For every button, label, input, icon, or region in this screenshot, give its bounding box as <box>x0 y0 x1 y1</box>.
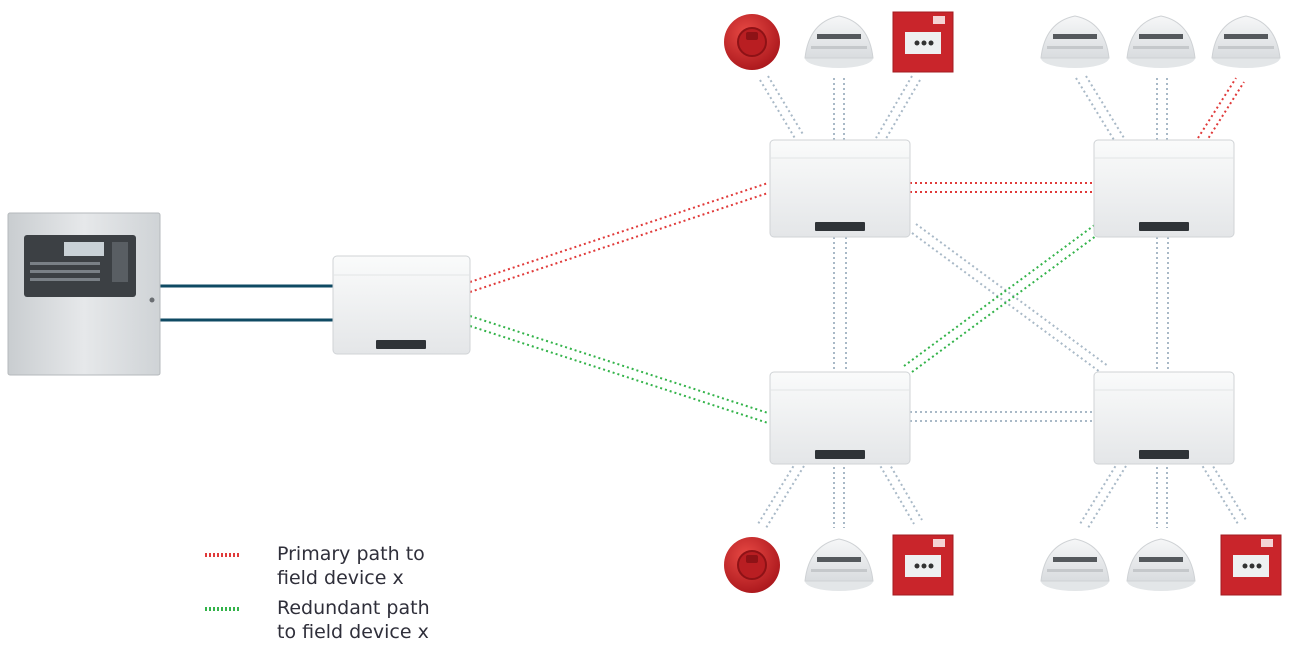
inactive-paths <box>833 223 1169 422</box>
primary-b-device-1 <box>1197 77 1237 139</box>
network-module-icon <box>332 255 471 355</box>
legend-redundant-text: Redundant path to field device x <box>277 596 430 644</box>
call-point-icon <box>1220 534 1282 596</box>
control-panel-icon <box>7 212 161 376</box>
drop-callpoint-tl-1 <box>875 75 913 139</box>
redundant-paths <box>469 223 1105 424</box>
smoke-detector-icon <box>804 538 874 591</box>
legend-redundant: Redundant path to field device x <box>205 596 430 644</box>
network-module-icon <box>1093 371 1235 465</box>
legend-redundant-line1: Redundant path <box>277 597 430 619</box>
path-a-d-1 <box>907 229 1101 373</box>
redundant-c-b-2 <box>911 229 1105 373</box>
drop-detector-tr1-2 <box>1085 75 1125 139</box>
drop-detector-tr1-1 <box>1075 77 1115 141</box>
drop-callpoint-br-2 <box>1207 457 1247 521</box>
sounder-icon <box>724 537 780 593</box>
smoke-detector-icon <box>804 15 874 68</box>
drop-sounder-bl-2 <box>765 465 805 529</box>
legend-primary-text: Primary path to field device x <box>277 542 425 590</box>
drop-sounder-tl-2 <box>767 75 805 137</box>
smoke-detector-icon <box>1126 15 1196 68</box>
drop-detector-br1-2 <box>1087 465 1127 529</box>
drop-callpoint-tl-2 <box>883 79 921 143</box>
redundant-hub-c-2 <box>469 325 769 424</box>
primary-hub-a-1 <box>469 182 769 283</box>
smoke-detector-icon <box>1126 538 1196 591</box>
primary-b-device-2 <box>1205 81 1245 143</box>
network-module-icon <box>1093 139 1235 238</box>
redundant-c-b-1 <box>903 223 1097 367</box>
connections <box>160 75 1247 529</box>
legend-primary: Primary path to field device x <box>205 542 425 590</box>
legend-redundant-line2: to field device x <box>277 621 429 643</box>
field-devices <box>724 11 1282 596</box>
primary-hub-a-2 <box>469 192 769 293</box>
network-module-icon <box>769 371 911 465</box>
smoke-detector-icon <box>1040 15 1110 68</box>
sounder-icon <box>724 14 780 70</box>
redundant-hub-c-1 <box>469 315 769 414</box>
smoke-detector-icon <box>1040 538 1110 591</box>
modules <box>332 139 1235 465</box>
redundant-path-swatch <box>205 607 241 611</box>
drop-sounder-bl-1 <box>757 461 797 525</box>
smoke-detector-icon <box>1211 15 1281 68</box>
drop-sounder-tl-1 <box>759 79 797 141</box>
legend-primary-line1: Primary path to <box>277 543 425 565</box>
call-point-icon <box>892 534 954 596</box>
primary-paths <box>469 77 1245 293</box>
legend-primary-line2: field device x <box>277 567 404 589</box>
drop-detector-br1-1 <box>1079 461 1119 525</box>
network-module-icon <box>769 139 911 238</box>
drop-callpoint-br-1 <box>1199 461 1239 525</box>
call-point-icon <box>892 11 954 73</box>
primary-path-swatch <box>205 553 241 557</box>
drop-callpoint-bl-1 <box>877 461 915 525</box>
path-a-d-2 <box>915 223 1109 367</box>
drop-callpoint-bl-2 <box>885 457 923 521</box>
device-drops <box>757 75 1247 529</box>
